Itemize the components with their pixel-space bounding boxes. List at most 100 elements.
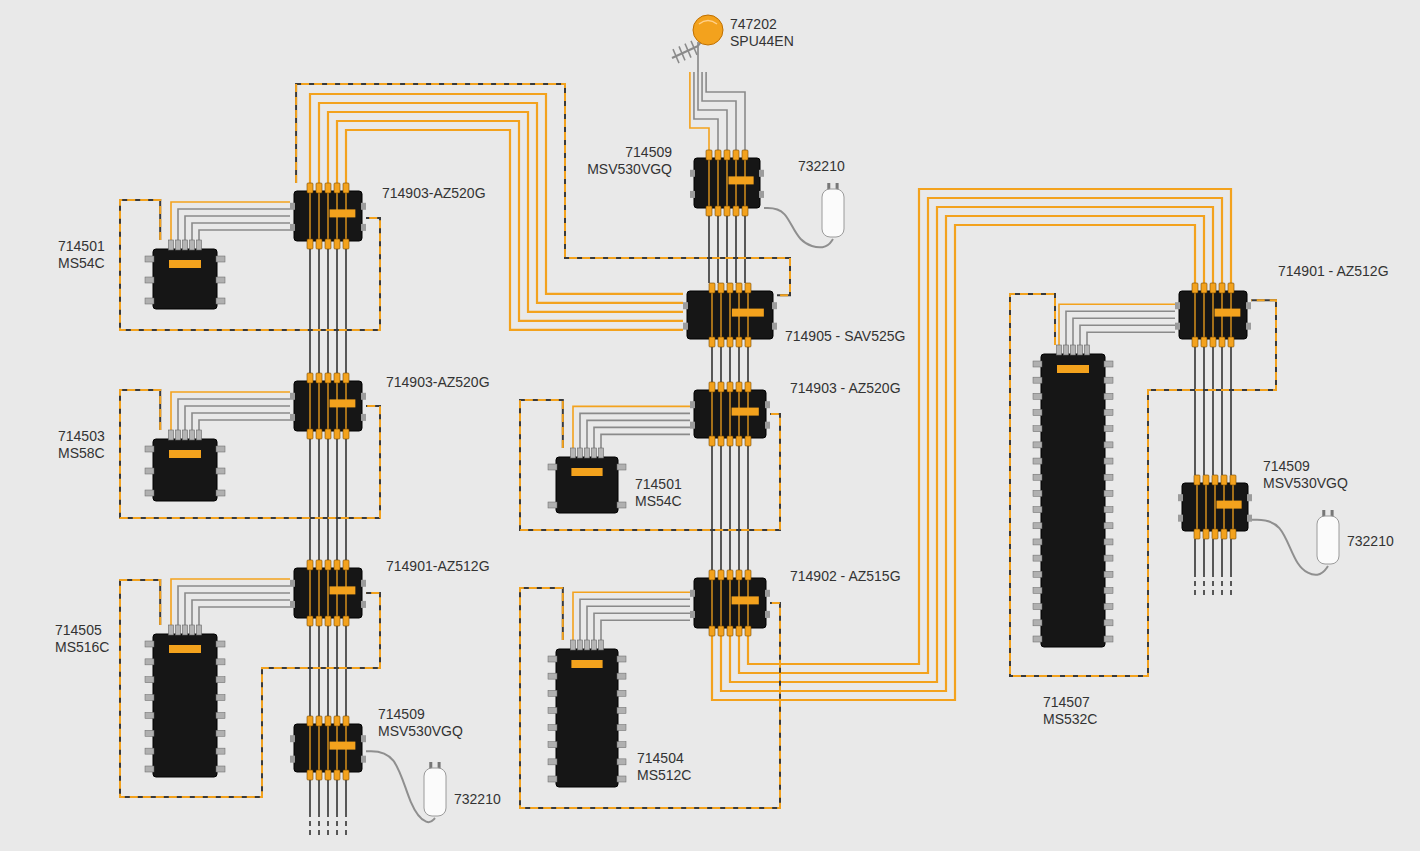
output-connector (617, 707, 626, 713)
f-connector (724, 206, 730, 216)
side-port (690, 590, 695, 597)
output-connector (145, 748, 154, 754)
output-connector (617, 759, 626, 765)
cable-line (739, 198, 1222, 673)
device-illustration (1175, 283, 1251, 347)
f-connector (742, 206, 748, 216)
trunk-cable-bundle (709, 216, 745, 283)
f-connector (343, 716, 349, 726)
f-connector (1194, 529, 1200, 539)
output-connector (1104, 587, 1113, 593)
f-connector (745, 626, 751, 636)
side-port (361, 580, 366, 587)
device-illustration (548, 640, 626, 790)
cable-line (580, 413, 690, 448)
side-port (772, 302, 777, 309)
f-connector (343, 429, 349, 439)
brand-plate (732, 309, 764, 317)
through-line (327, 569, 328, 617)
device-illustration (668, 14, 728, 72)
output-connector (1033, 555, 1042, 561)
through-line (711, 292, 712, 338)
f-connector (325, 183, 331, 193)
input-connector (585, 448, 590, 458)
cable-line (296, 84, 790, 295)
through-line (720, 579, 721, 627)
f-connector (325, 239, 331, 249)
side-port (361, 414, 366, 421)
through-line (717, 159, 718, 207)
multiswitch: 714505 MS516C (145, 625, 225, 780)
cable-line (327, 626, 329, 716)
cable-line (345, 439, 347, 560)
f-connector (343, 373, 349, 383)
cable-line (1059, 304, 1175, 345)
device-body (694, 158, 760, 208)
f-connector (1212, 529, 1218, 539)
f-connector (316, 429, 322, 439)
device-illustration (690, 570, 770, 636)
through-line (729, 391, 730, 437)
f-connector (718, 337, 724, 347)
side-port (690, 401, 695, 408)
input-connector (190, 430, 195, 440)
through-line (309, 192, 310, 240)
f-connector (718, 283, 724, 293)
through-line (1212, 292, 1213, 338)
multiswitch: 714507 MS532C (1033, 345, 1113, 650)
f-connector (307, 373, 313, 383)
f-connector (316, 560, 322, 570)
cable-line (735, 216, 737, 283)
cable-line (296, 84, 790, 295)
device-illustration (1033, 345, 1113, 650)
part-label: 714509 MSV530VGQ (378, 706, 463, 740)
device-body (694, 578, 766, 628)
cable-line (1087, 332, 1175, 345)
output-connector (216, 695, 225, 701)
side-port (690, 422, 695, 429)
f-connector (1228, 283, 1234, 293)
f-connector (745, 570, 751, 580)
cable-line (744, 216, 746, 283)
cable-line (336, 626, 338, 716)
output-connector (1033, 507, 1042, 513)
f-connector (1221, 529, 1227, 539)
cable-line (309, 249, 311, 373)
f-connector (1210, 337, 1216, 347)
f-connector (343, 239, 349, 249)
cable-line (178, 586, 290, 625)
output-connector (216, 468, 225, 474)
output-connector (1104, 458, 1113, 464)
side-port (361, 203, 366, 210)
brand-plate (732, 596, 759, 604)
dish-highlight (699, 21, 717, 25)
through-line (720, 391, 721, 437)
cable-line (310, 94, 683, 294)
f-connector (325, 560, 331, 570)
cascade-unit: 714901-AZ512G (290, 560, 366, 626)
brand-plate (732, 408, 759, 416)
cable-line (1230, 347, 1232, 475)
f-connector (1221, 475, 1227, 485)
input-connector (176, 240, 181, 250)
f-connector (307, 183, 313, 193)
input-connector (1057, 345, 1062, 355)
cascade-unit: 714903-AZ520G (290, 183, 366, 249)
f-connector (736, 283, 742, 293)
output-connector (1104, 507, 1113, 513)
part-label: 747202 SPU44EN (730, 16, 794, 50)
multiswitch: 714503 MS58C (145, 430, 225, 504)
plug-body (822, 189, 844, 237)
trunk-cable-bundle (712, 347, 748, 382)
output-connector (548, 690, 557, 696)
f-connector (745, 382, 751, 392)
input-connector (599, 448, 604, 458)
f-connector (736, 436, 742, 446)
cable-line (1010, 294, 1276, 676)
side-port (290, 414, 295, 421)
side-port (290, 203, 295, 210)
brand-plate (330, 399, 356, 407)
f-connector (1210, 283, 1216, 293)
amplifier: 714509 MSV530VGQ (1178, 475, 1252, 539)
